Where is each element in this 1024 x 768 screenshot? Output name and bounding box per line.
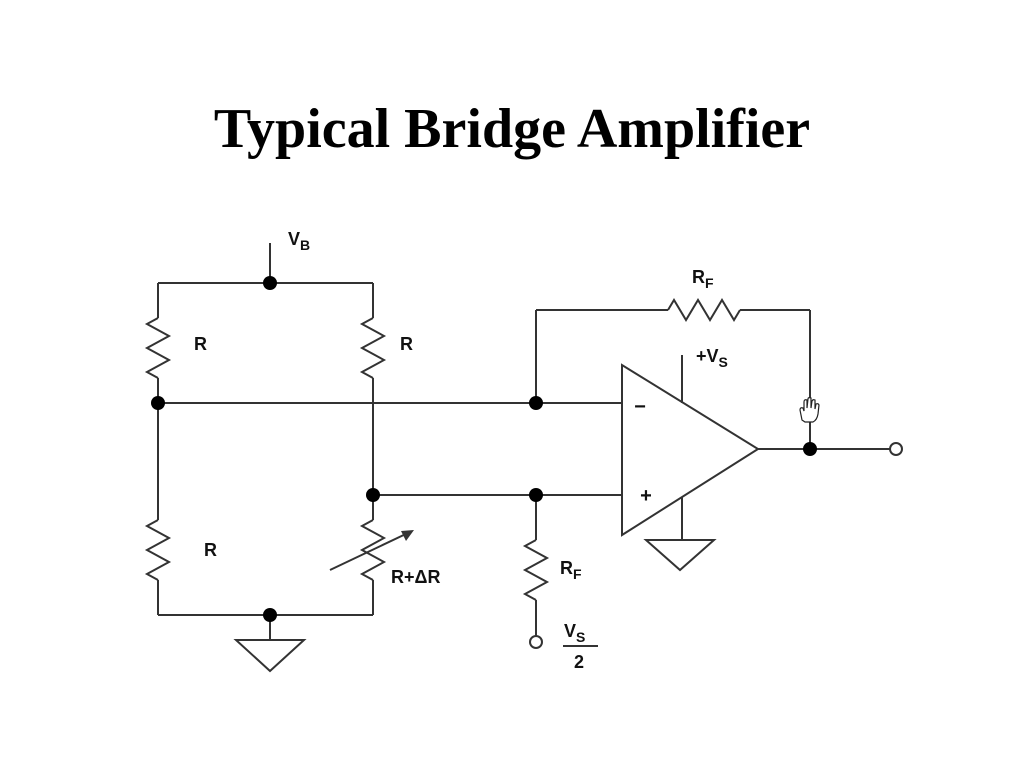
label-r-bottom-left: R (204, 540, 217, 560)
inverting-sign: − (634, 396, 646, 418)
vs-half-terminal (529, 635, 543, 649)
label-rf-bias: RF (560, 558, 582, 582)
label-vs-half-denominator: 2 (574, 652, 584, 672)
resistor-bottom-left (144, 519, 172, 581)
junction-ground (263, 608, 277, 622)
bridge-ground-symbol (233, 639, 307, 673)
junction-inverting (529, 396, 543, 410)
opamp-ground-symbol (643, 539, 717, 572)
resistor-bias-rf (522, 539, 550, 601)
junction-output (803, 442, 817, 456)
label-plus-vs: +VS (696, 346, 728, 370)
opamp-triangle (621, 363, 760, 537)
output-terminal (889, 442, 903, 456)
label-r-top-left: R (194, 334, 207, 354)
noninverting-sign: + (640, 485, 652, 507)
label-vs-half-numerator: VS (564, 621, 585, 645)
slide-title: Typical Bridge Amplifier (213, 98, 811, 160)
resistor-top-right (359, 317, 387, 379)
hand-cursor-icon (799, 397, 820, 423)
junction-noninverting (529, 488, 543, 502)
resistor-bottom-right-variable (359, 519, 387, 581)
resistor-feedback-rf (667, 298, 741, 322)
variable-arrow-head (401, 530, 414, 541)
junction-vb (263, 276, 277, 290)
label-vb: VB (288, 229, 310, 253)
resistor-top-left (144, 317, 172, 379)
junction-left-mid (151, 396, 165, 410)
junction-right-mid (366, 488, 380, 502)
label-r-top-right: R (400, 334, 413, 354)
label-rf-feedback: RF (692, 267, 714, 291)
variable-arrow-shaft (329, 531, 411, 571)
label-r-delta-r: R+ΔR (391, 567, 440, 587)
